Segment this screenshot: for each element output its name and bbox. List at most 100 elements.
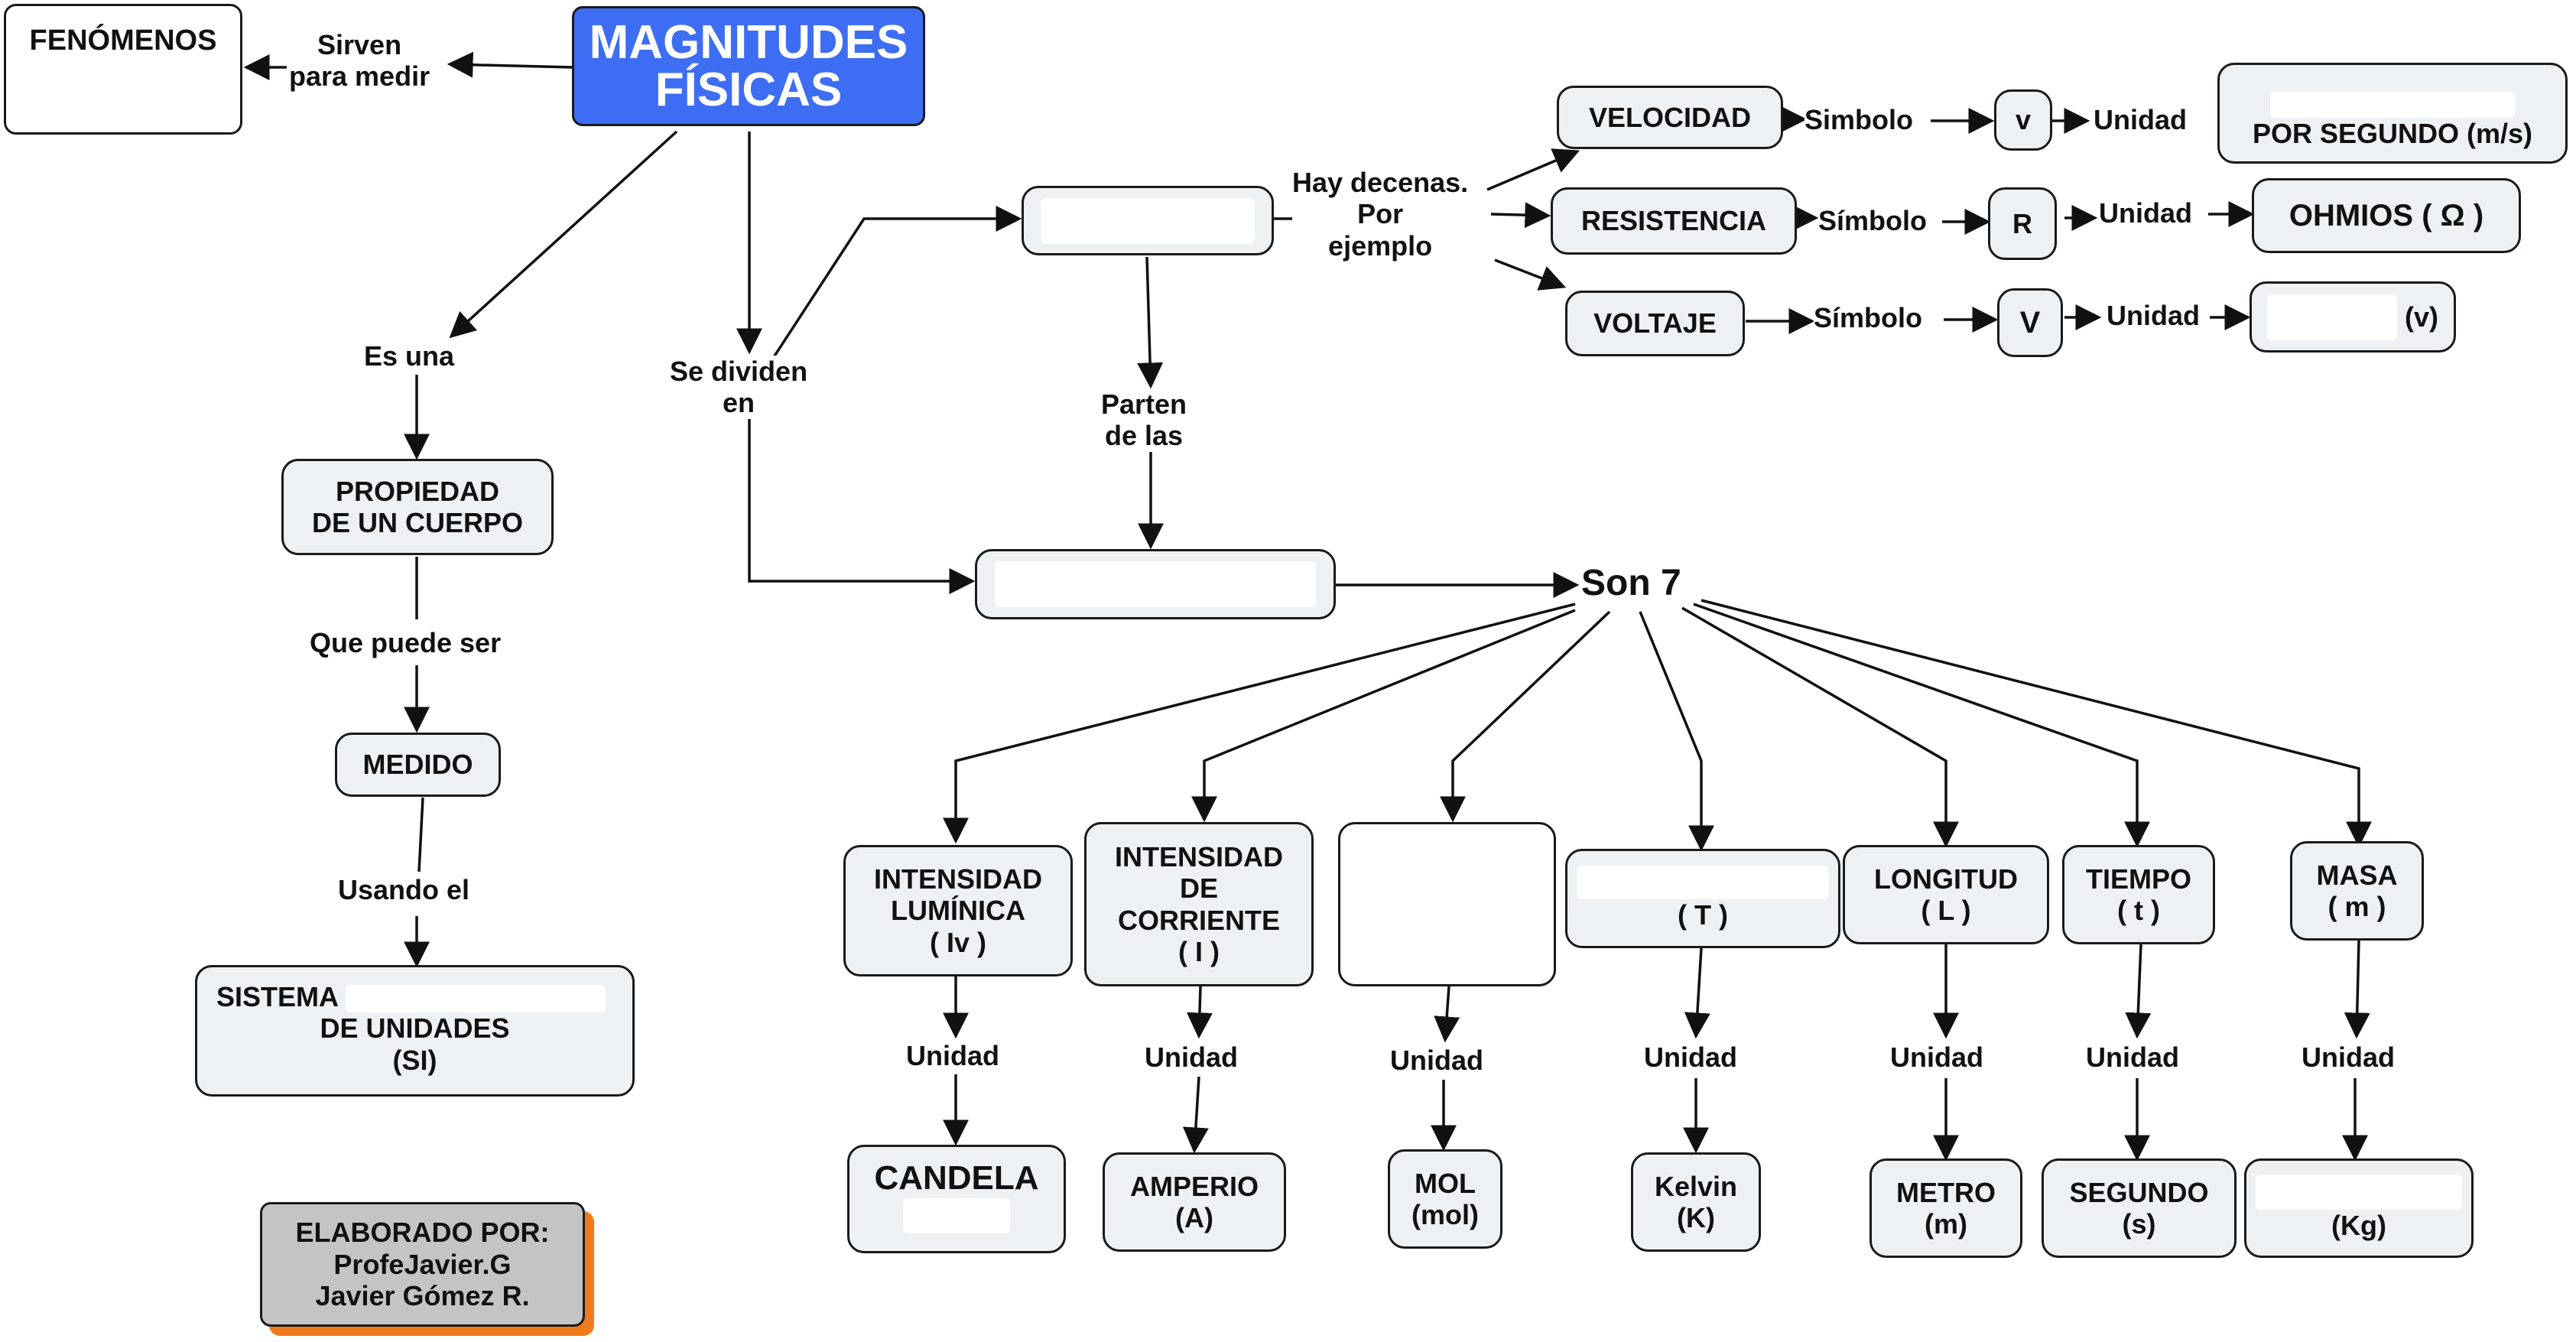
mol-line-2: (mol) [1411, 1199, 1479, 1230]
ic-line-2: DE [1179, 872, 1218, 905]
sistema-hidden-word [345, 985, 606, 1013]
unit-v-label: (v) [2405, 301, 2438, 333]
link-sirven-para-medir: Sirven para medir [289, 29, 430, 93]
link-simbolo-velocidad: Simbolo [1804, 104, 1913, 136]
node-hidden-lower[interactable] [975, 549, 1336, 619]
se-dividen-line-2: en [723, 387, 755, 419]
link-hay-decenas-por-ejemplo: Hay decenas. Por ejemplo [1292, 167, 1469, 262]
propiedad-line-2: DE UN CUERPO [311, 507, 524, 538]
link-simbolo-voltaje: Símbolo [1814, 302, 1922, 334]
main-concept-magnitudes-fisicas[interactable]: MAGNITUDES FÍSICAS [572, 6, 925, 126]
node-medido[interactable]: MEDIDO [335, 733, 501, 797]
hay-decenas-line-3: ejemplo [1328, 229, 1433, 262]
node-tiempo[interactable]: TIEMPO ( t ) [2062, 845, 2215, 944]
node-unit-amperio[interactable]: AMPERIO (A) [1103, 1152, 1286, 1252]
propiedad-line-1: PROPIEDAD [335, 475, 500, 507]
link-unidad-metro: Unidad [1890, 1041, 1983, 1074]
node-fenomenos[interactable]: FENÓMENOS [4, 4, 242, 135]
node-unit-kilogramo[interactable]: (Kg) [2244, 1158, 2474, 1258]
link-es-una: Es una [364, 340, 455, 372]
node-temperatura[interactable]: ( T ) [1565, 849, 1840, 948]
link-unidad-kg: Unidad [2302, 1041, 2395, 1074]
masa-line-1: MASA [2316, 859, 2398, 891]
node-unit-ohmios[interactable]: OHMIOS ( Ω ) [2252, 178, 2521, 253]
sistema-line-1: SISTEMA [197, 981, 632, 1013]
node-voltaje[interactable]: VOLTAJE [1565, 291, 1745, 356]
link-que-puede-ser: Que puede ser [310, 627, 502, 659]
hidden-cantidad-text [1355, 839, 1539, 970]
hidden-kilogramo-word [2256, 1175, 2462, 1210]
node-velocidad[interactable]: VELOCIDAD [1557, 86, 1783, 149]
temp-sym-label: ( T ) [1678, 899, 1728, 931]
candela-label: CANDELA [874, 1159, 1039, 1197]
node-unit-mol[interactable]: MOL (mol) [1388, 1149, 1502, 1249]
node-masa[interactable]: MASA ( m ) [2290, 841, 2424, 941]
node-unit-candela[interactable]: CANDELA [847, 1145, 1066, 1253]
node-unit-metros-por-segundo[interactable]: POR SEGUNDO (m/s) [2217, 63, 2568, 164]
main-title-line-2: FÍSICAS [655, 63, 843, 116]
il-line-3: ( Iv ) [929, 926, 986, 958]
unit-ms-label: POR SEGUNDO (m/s) [2252, 118, 2533, 150]
hidden-lower-text [995, 561, 1316, 607]
node-hidden-upper[interactable] [1022, 186, 1274, 255]
kelvin-line-1: Kelvin [1654, 1170, 1738, 1202]
hay-decenas-line-1: Hay decenas. [1292, 167, 1469, 198]
son-7-label: Son 7 [1581, 562, 1681, 605]
fenomenos-label: FENÓMENOS [29, 24, 217, 57]
node-unit-metro[interactable]: METRO (m) [1869, 1158, 2022, 1258]
node-symbol-v-upper[interactable]: V [1997, 288, 2063, 357]
link-unidad-velocidad: Unidad [2094, 104, 2187, 136]
credit-line-3: Javier Gómez R. [315, 1280, 530, 1312]
masa-line-2: ( m ) [2327, 891, 2386, 922]
link-usando-el: Usando el [338, 874, 470, 906]
hidden-voltios-word [2267, 294, 2397, 340]
tiempo-line-1: TIEMPO [2085, 863, 2191, 895]
link-unidad-voltaje: Unidad [2107, 300, 2200, 332]
node-symbol-r[interactable]: R [1988, 187, 2057, 260]
hidden-upper-text [1041, 197, 1255, 244]
segundo-line-1: SEGUNDO [2069, 1176, 2209, 1208]
link-unidad-mol: Unidad [1390, 1045, 1483, 1077]
node-unit-voltios[interactable]: (v) [2250, 281, 2456, 353]
link-unidad-amperio: Unidad [1145, 1041, 1238, 1074]
node-hidden-cantidad-sustancia[interactable] [1338, 822, 1556, 986]
sistema-line-3: (SI) [392, 1044, 437, 1076]
metro-line-2: (m) [1925, 1208, 1967, 1240]
link-unidad-candela: Unidad [906, 1040, 999, 1072]
voltaje-label: VOLTAJE [1593, 307, 1717, 340]
ic-line-1: INTENSIDAD [1114, 840, 1283, 872]
mol-line-1: MOL [1415, 1167, 1476, 1199]
sirven-line-2: para medir [289, 60, 430, 93]
node-intensidad-corriente[interactable]: INTENSIDAD DE CORRIENTE ( I ) [1084, 822, 1314, 986]
sirven-line-1: Sirven [317, 29, 402, 60]
link-simbolo-resistencia: Símbolo [1818, 205, 1927, 237]
ic-line-4: ( I ) [1178, 935, 1220, 967]
node-propiedad-de-un-cuerpo[interactable]: PROPIEDAD DE UN CUERPO [281, 459, 554, 555]
longitud-line-2: ( L ) [1921, 895, 1971, 926]
hay-decenas-line-2: Por [1357, 198, 1404, 230]
node-intensidad-luminica[interactable]: INTENSIDAD LUMÍNICA ( Iv ) [843, 845, 1073, 976]
link-parten-de-las: Parten de las [1101, 388, 1187, 452]
hidden-unit-word [2270, 92, 2515, 119]
medido-label: MEDIDO [362, 749, 473, 781]
symbol-v-upper-label: V [2019, 306, 2041, 340]
node-longitud[interactable]: LONGITUD ( L ) [1843, 845, 2049, 944]
segundo-line-2: (s) [2122, 1208, 2156, 1240]
amperio-line-2: (A) [1175, 1202, 1213, 1233]
symbol-v-lower-label: v [2015, 104, 2032, 136]
node-symbol-v-lower[interactable]: v [1994, 89, 2052, 151]
link-unidad-segundo: Unidad [2086, 1041, 2179, 1074]
amperio-line-1: AMPERIO [1129, 1170, 1259, 1202]
se-dividen-line-1: Se dividen [670, 356, 808, 387]
node-unit-kelvin[interactable]: Kelvin (K) [1631, 1152, 1761, 1252]
node-sistema-de-unidades[interactable]: SISTEMA DE UNIDADES (SI) [195, 965, 635, 1097]
node-unit-segundo[interactable]: SEGUNDO (s) [2042, 1158, 2237, 1258]
sistema-line-2: DE UNIDADES [320, 1012, 510, 1045]
unit-ohm-label: OHMIOS ( Ω ) [2289, 199, 2484, 232]
node-resistencia[interactable]: RESISTENCIA [1551, 187, 1797, 255]
hidden-temperatura-word [1577, 866, 1829, 900]
il-line-1: INTENSIDAD [873, 863, 1042, 895]
velocidad-label: VELOCIDAD [1588, 101, 1751, 133]
